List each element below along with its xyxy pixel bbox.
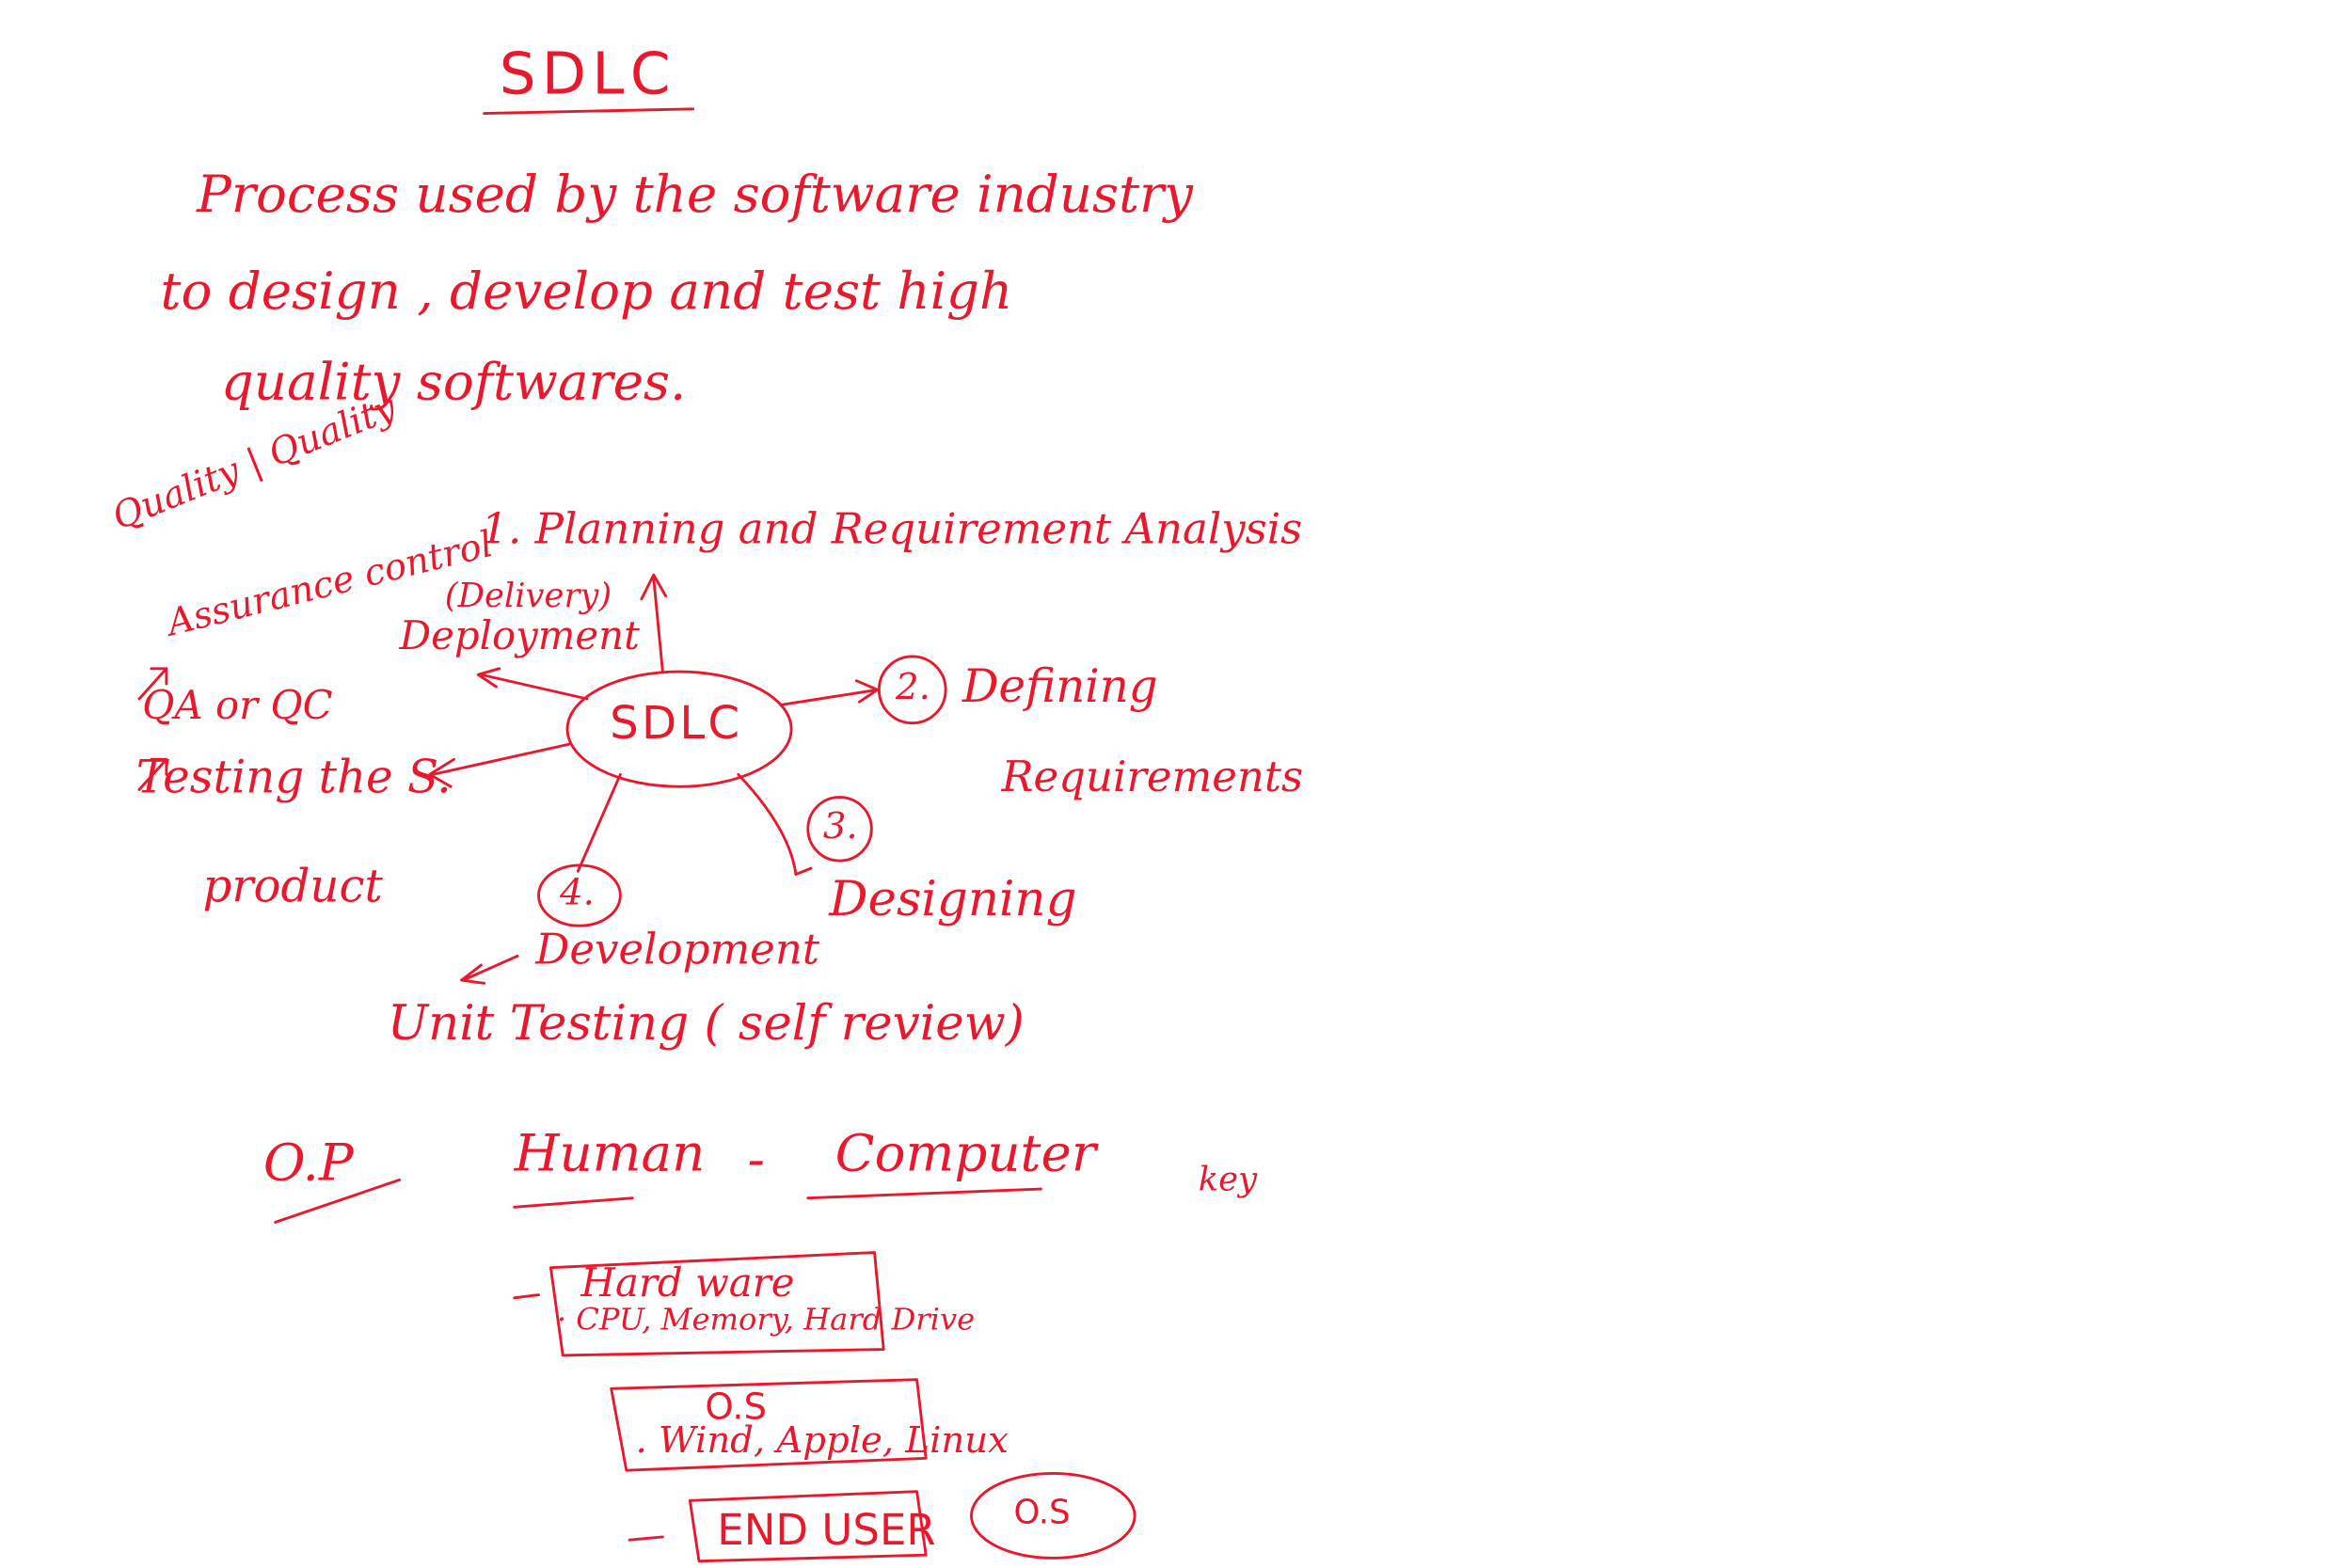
os-circle-label: O.S [1013, 1494, 1071, 1533]
center-node-label: SDLC [610, 697, 743, 751]
circle-2 [877, 655, 947, 725]
phase-deployment: Deployment [399, 613, 640, 660]
phase-development: Development [535, 924, 819, 974]
op-label: O.P [262, 1132, 354, 1194]
os-circle-outline [970, 1471, 1136, 1560]
definition-line-3: quality softwares. [220, 352, 687, 414]
phase-planning: 1. Planning and Requirement Analysis [481, 503, 1303, 554]
phase-designing: Designing [829, 869, 1077, 927]
os-title: O.S [705, 1386, 768, 1429]
human-label: Human [514, 1123, 706, 1185]
arrow-to-unit-testing [460, 954, 519, 985]
phase-unit-testing: Unit Testing ( self review) [387, 993, 1025, 1052]
os-items: . Wind, Apple, Linux [635, 1418, 1009, 1462]
phase-testing-1: Testing the S. [135, 752, 452, 805]
hardware-items: · CPU, Memory, Hard Drive [556, 1301, 976, 1338]
phase-defining-1: Defining [961, 660, 1158, 715]
enduser-label: END USER [717, 1505, 936, 1556]
phase-deployment-top: (Delivery) [444, 578, 612, 616]
sdlc-ellipse [565, 670, 793, 788]
line-to-development [576, 772, 622, 873]
os-box [610, 1378, 928, 1472]
human-underline [513, 1196, 634, 1209]
hardware-dash [513, 1293, 540, 1300]
enduser-dash [628, 1535, 664, 1542]
definition-line-1: Process used by the software industry [197, 165, 1194, 226]
heading: SDLC [499, 40, 677, 108]
quality-arrow-2 [137, 757, 168, 791]
computer-underline [806, 1187, 1042, 1200]
line-to-designing [737, 772, 813, 876]
circle-4 [537, 863, 622, 927]
enduser-box [688, 1490, 928, 1563]
key-label: key [1198, 1162, 1258, 1200]
hardware-box [548, 1251, 885, 1357]
arrow-to-testing [428, 742, 571, 788]
definition-line-2: to design , develop and test high [160, 261, 1013, 323]
hardware-title: Hard ware [580, 1261, 795, 1307]
computer-label: Computer [834, 1123, 1097, 1185]
quality-line-3: QA or QC [142, 683, 333, 730]
arrow-to-deployment [476, 667, 589, 701]
circle-3 [806, 796, 873, 863]
dash-label: - [747, 1130, 765, 1191]
quality-arrow-1 [137, 667, 168, 701]
phase-3-number: 3. [822, 804, 858, 847]
arrow-to-planning [640, 573, 668, 673]
phase-testing-2: product [202, 861, 383, 914]
op-underline [274, 1178, 402, 1224]
phase-2-number: 2. [896, 665, 930, 708]
arrow-to-defining [779, 679, 880, 706]
phase-defining-2: Requirements [1001, 752, 1304, 802]
phase-4-number: 4. [560, 871, 595, 914]
heading-underline [483, 107, 695, 116]
